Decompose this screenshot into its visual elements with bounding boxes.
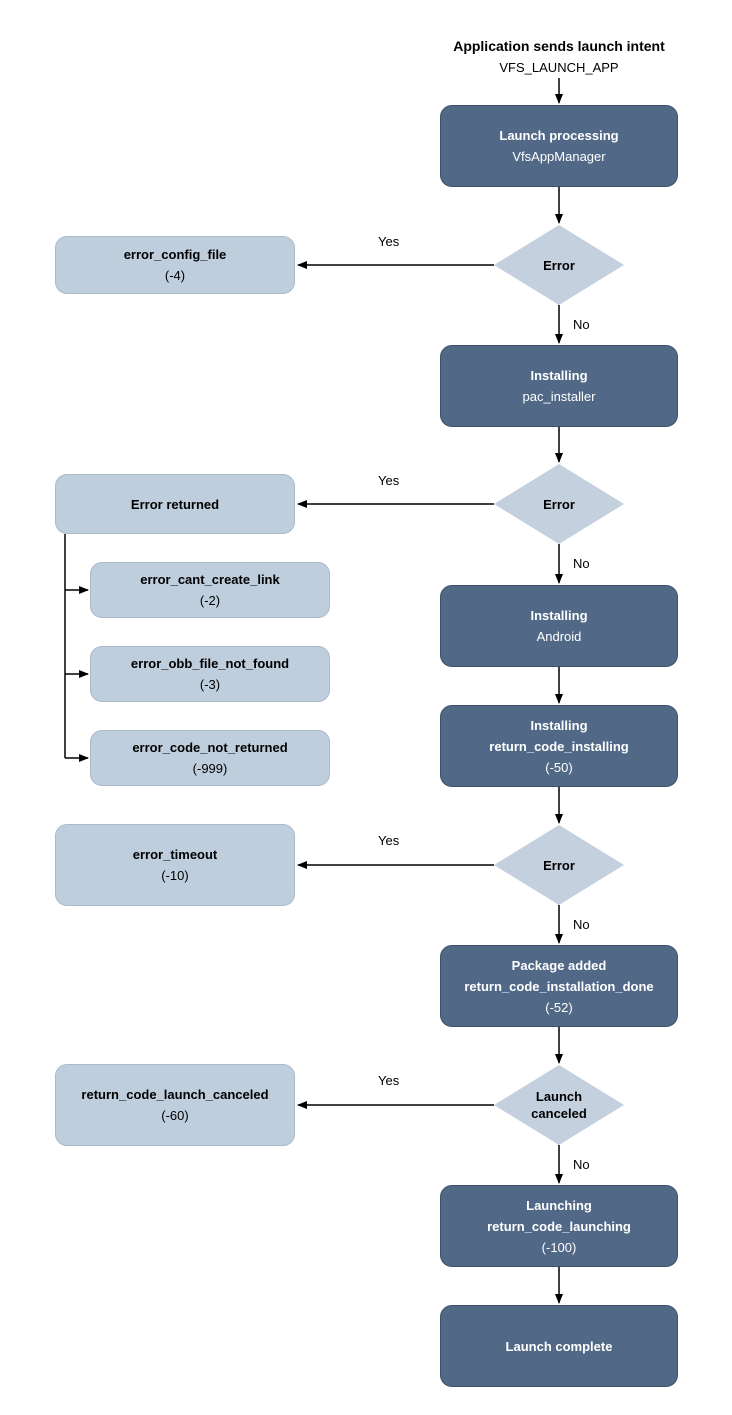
- edge-label-no-2: No: [573, 556, 590, 571]
- node-subtitle: VfsAppManager: [512, 149, 606, 164]
- node-title: Launch processing: [499, 128, 619, 143]
- node-subtitle: return_code_launching: [487, 1218, 631, 1234]
- start-annotation: Application sends launch intent VFS_LAUN…: [440, 36, 678, 78]
- node-title: Error returned: [130, 496, 220, 512]
- error-timeout: error_timeout (-10): [55, 824, 295, 906]
- node-title: error_code_not_returned: [132, 740, 288, 755]
- node-title: Installing: [530, 608, 588, 623]
- edge-label-yes-4: Yes: [378, 1073, 400, 1088]
- node-code: (-3): [199, 677, 221, 692]
- node-subtitle: return_code_installing: [489, 738, 629, 754]
- node-title: error_cant_create_link: [140, 572, 280, 587]
- edge-label-no-3: No: [573, 917, 590, 932]
- error-code-not-returned: error_code_not_returned (-999): [90, 730, 330, 786]
- error-returned: Error returned: [55, 474, 295, 534]
- process-launch-processing: Launch processing VfsAppManager: [440, 105, 678, 187]
- edge-label-no-4: No: [573, 1157, 590, 1172]
- node-code: (-999): [192, 761, 228, 776]
- node-code: (-4): [164, 268, 186, 283]
- node-subtitle: pac_installer: [522, 389, 596, 404]
- process-launching: Launching return_code_launching (-100): [440, 1185, 678, 1267]
- node-title: error_obb_file_not_found: [130, 656, 290, 671]
- process-package-added: Package added return_code_installation_d…: [440, 945, 678, 1027]
- process-installing-android: Installing Android: [440, 585, 678, 667]
- edge-label-yes-3: Yes: [378, 833, 400, 848]
- error-obb-file-not-found: error_obb_file_not_found (-3): [90, 646, 330, 702]
- node-title: Installing: [530, 717, 588, 733]
- process-launch-complete: Launch complete: [440, 1305, 678, 1387]
- node-subtitle: return_code_installation_done: [464, 978, 654, 994]
- node-code: (-52): [545, 999, 573, 1015]
- node-title: Installing: [530, 368, 588, 383]
- decision-label-line2: canceled: [531, 1106, 587, 1121]
- node-title: return_code_launch_canceled: [81, 1087, 269, 1102]
- start-title: Application sends launch intent: [453, 38, 665, 54]
- node-subtitle: Android: [536, 629, 582, 644]
- edge-label-yes-1: Yes: [378, 234, 400, 249]
- decision-label-line1: Launch: [535, 1089, 583, 1104]
- decision-label: Error: [543, 257, 575, 273]
- error-config-file: error_config_file (-4): [55, 236, 295, 294]
- node-title: error_config_file: [123, 247, 227, 262]
- node-title: Package added: [511, 957, 607, 973]
- node-code: (-50): [545, 759, 573, 775]
- node-code: (-2): [199, 593, 221, 608]
- process-installing-return-code: Installing return_code_installing (-50): [440, 705, 678, 787]
- decision-label: Error: [543, 857, 575, 873]
- node-title: Launch complete: [505, 1338, 613, 1354]
- error-cant-create-link: error_cant_create_link (-2): [90, 562, 330, 618]
- edge-label-yes-2: Yes: [378, 473, 400, 488]
- node-code: (-10): [161, 868, 189, 883]
- node-code: (-60): [161, 1108, 189, 1123]
- error-launch-canceled: return_code_launch_canceled (-60): [55, 1064, 295, 1146]
- node-title: error_timeout: [132, 847, 218, 862]
- edge-label-no-1: No: [573, 317, 590, 332]
- decision-label: Error: [543, 496, 575, 512]
- process-installing-pac: Installing pac_installer: [440, 345, 678, 427]
- node-title: Launching: [526, 1197, 592, 1213]
- start-subtitle: VFS_LAUNCH_APP: [499, 60, 619, 75]
- node-code: (-100): [541, 1239, 577, 1255]
